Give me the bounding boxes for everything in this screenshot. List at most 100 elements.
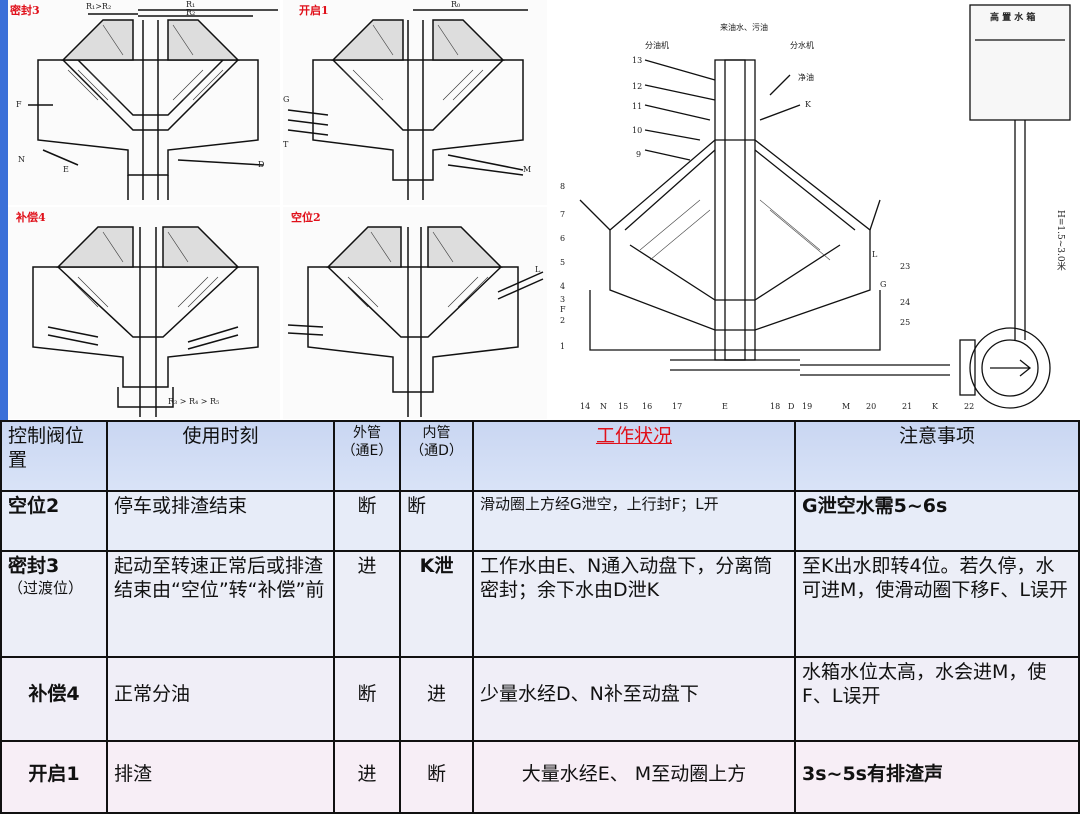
callout-number: 15: [618, 402, 629, 411]
diagram-panel-idle: 空位2 L: [283, 207, 547, 419]
callout-number: 21: [902, 402, 913, 411]
callout-number: M: [842, 402, 851, 411]
annotation-r1-r2: R₁>R₂: [86, 2, 112, 11]
callout-number: K: [932, 402, 938, 411]
cell-inner: 断: [399, 740, 474, 814]
header-inner-sub: （通D）: [410, 443, 463, 459]
label-l-right: L: [872, 250, 878, 259]
diagram-panel-separator: 高 置 水 箱 H=1.5~3.0米 分油机 来油水、污油 分水机 净油 K L…: [550, 0, 1080, 420]
cell-inner: K泄: [399, 550, 474, 658]
header-inner-pipe: 内管 （通D）: [399, 420, 474, 492]
separator-assembly-drawing: [579, 4, 1071, 409]
cell-time: 正常分油: [106, 656, 335, 742]
callout-number: 8: [560, 182, 566, 191]
panel-label-idle: 空位2: [291, 211, 321, 224]
annotation-r2: R₂: [186, 8, 196, 17]
callout-number: 18: [770, 402, 781, 411]
callout-number: 7: [560, 210, 566, 219]
table-header-row: 控制阀位置 使用时刻 外管 （通E） 内管 （通D） 工作状况 注意事项: [0, 420, 1080, 492]
cell-status: 滑动圈上方经G泄空，上行封F；L开: [472, 490, 796, 552]
cell-notes: 至K出水即转4位。若久停，水可进M，使滑动圈下移F、L误开: [794, 550, 1080, 658]
cell-notes: 水箱水位太高，水会进M，使F、L误开: [794, 656, 1080, 742]
annotation-r3-r4-r5: R₃ > R₄ > R₅: [168, 397, 220, 406]
callout-number: 22: [964, 402, 975, 411]
bottom-callouts: 14 N 15 16 17 E 18 D 19 M 20 21 K 22: [580, 402, 1010, 416]
label-top-left: 分油机: [645, 41, 669, 50]
callout-number: 16: [642, 402, 653, 411]
header-time: 使用时刻: [106, 420, 335, 492]
left-accent-bar: [0, 0, 8, 420]
cell-inner: 断: [399, 490, 474, 552]
header-outer-pipe: 外管 （通E）: [333, 420, 401, 492]
callout-number: 23: [900, 262, 911, 271]
callout-number: 14: [580, 402, 591, 411]
cell-outer: 断: [333, 490, 401, 552]
header-position: 控制阀位置: [0, 420, 108, 492]
cell-status: 大量水经E、 M至动圈上方: [472, 740, 796, 814]
label-top-center: 来油水、污油: [720, 23, 768, 32]
letter-e: E: [63, 165, 69, 174]
panel-label-open: 开启1: [299, 4, 329, 17]
separator-section-drawing: [32, 226, 259, 417]
callout-number: F: [560, 305, 566, 314]
letter-f: F: [16, 100, 22, 109]
callout-number: 13: [632, 56, 643, 65]
callout-number: 12: [632, 82, 643, 91]
separator-section-drawing: [287, 226, 544, 417]
control-valve-table: 控制阀位置 使用时刻 外管 （通E） 内管 （通D） 工作状况 注意事项 空位2…: [0, 420, 1080, 814]
cell-time: 停车或排渣结束: [106, 490, 335, 552]
diagram-panel-compensate: 补偿4 R₃ > R₄ > R₅: [8, 207, 280, 419]
cell-time: 排渣: [106, 740, 335, 814]
table-row: 空位2 停车或排渣结束 断 断 滑动圈上方经G泄空，上行封F；L开 G泄空水需5…: [0, 490, 1080, 552]
callout-number: 17: [672, 402, 683, 411]
callout-number: 4: [560, 282, 566, 291]
header-outer-label: 外管: [353, 425, 381, 441]
callout-number: 1: [560, 342, 566, 351]
callout-number: 25: [900, 318, 911, 327]
separator-section-drawing: [28, 9, 278, 200]
height-label: H=1.5~3.0米: [1055, 210, 1065, 271]
callout-number: 20: [866, 402, 877, 411]
callout-number: 6: [560, 234, 566, 243]
cell-outer: 进: [333, 740, 401, 814]
cell-status: 少量水经D、N补至动盘下: [472, 656, 796, 742]
callout-number: 3: [560, 295, 566, 304]
letter-g: G: [283, 95, 290, 104]
letter-d: D: [258, 160, 265, 169]
cell-notes: G泄空水需5~6s: [794, 490, 1080, 552]
control-valve-table-wrap: 控制阀位置 使用时刻 外管 （通E） 内管 （通D） 工作状况 注意事项 空位2…: [0, 420, 1080, 815]
cell-position: 密封3 （过渡位）: [0, 550, 108, 658]
header-notes: 注意事项: [794, 420, 1080, 492]
cell-position: 空位2: [0, 490, 108, 552]
cell-outer: 断: [333, 656, 401, 742]
cell-time: 起动至转速正常后或排渣结束由“空位”转“补偿”前: [106, 550, 335, 658]
figure-area: 密封3 R₁>R₂ R₁ R₂ F N E D: [0, 0, 1080, 420]
header-status-link[interactable]: 工作状况: [595, 425, 672, 447]
letter-t: T: [283, 140, 289, 149]
callout-number: N: [600, 402, 607, 411]
callout-number: 5: [560, 258, 566, 267]
cell-notes: 3s~5s有排渣声: [794, 740, 1080, 814]
callout-number: 9: [636, 150, 642, 159]
label-g-right: G: [880, 280, 887, 289]
cell-position: 补偿4: [0, 656, 108, 742]
table-row: 补偿4 正常分油 断 进 少量水经D、N补至动盘下 水箱水位太高，水会进M，使F…: [0, 656, 1080, 742]
letter-m: M: [523, 165, 532, 174]
tank-label: 高 置 水 箱: [990, 13, 1036, 23]
letter-l: L: [535, 265, 541, 274]
cell-position: 开启1: [0, 740, 108, 814]
panel-label-compensate: 补偿4: [16, 211, 46, 224]
table-row: 开启1 排渣 进 断 大量水经E、 M至动圈上方 3s~5s有排渣声: [0, 740, 1080, 814]
callout-number: 10: [632, 126, 643, 135]
separator-section-drawing: [287, 9, 528, 200]
cell-outer: 进: [333, 550, 401, 658]
label-k-top: K: [805, 100, 811, 109]
annotation-r0: R₀: [451, 0, 461, 9]
panel-label-seal: 密封3: [10, 4, 40, 17]
cell-status: 工作水由E、N通入动盘下，分离筒密封；余下水由D泄K: [472, 550, 796, 658]
callout-number: 11: [632, 102, 643, 111]
callout-number: 19: [802, 402, 813, 411]
header-inner-label: 内管: [422, 425, 451, 441]
label-jet: 净油: [798, 73, 814, 82]
callout-number: 24: [900, 298, 911, 307]
